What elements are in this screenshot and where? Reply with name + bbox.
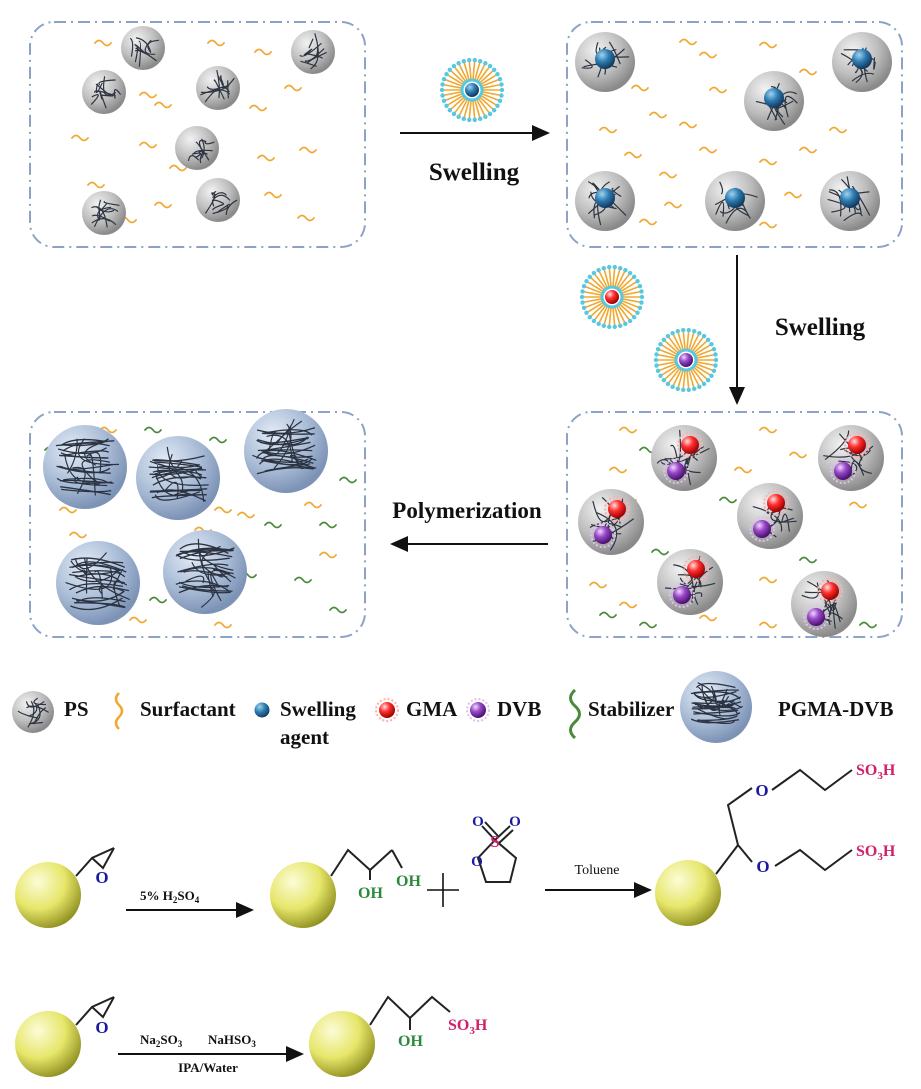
swollen-seed-5 (820, 171, 880, 231)
sultone-sulfur: S (490, 832, 499, 851)
sulfonic-group-3: SO3H (448, 1017, 488, 1037)
panel-pgma-dvb-particles (29, 411, 366, 638)
legend-surfactant-icon (114, 692, 124, 730)
reaction-1: O 5% H2SO4 OH OH S O O O Toluene (15, 762, 896, 928)
bead-epoxide-2 (15, 1011, 81, 1077)
legend-swelling-agent-label-2: agent (280, 725, 329, 749)
panel-ps-seeds (29, 21, 366, 248)
micelle-gma (579, 264, 645, 330)
legend-gma-label: GMA (406, 697, 458, 721)
ether-oxygen-1: O (755, 781, 768, 800)
pgma-dvb-particle-4 (163, 530, 247, 614)
legend-gma-icon (375, 698, 399, 722)
epoxide-oxygen: O (95, 868, 108, 887)
pgma-dvb-particle-2 (244, 409, 328, 493)
legend-surfactant-label: Surfactant (140, 697, 236, 721)
epoxide-oxygen-2: O (95, 1018, 108, 1037)
swollen-seed-2 (832, 32, 892, 92)
swollen-seed-0 (575, 32, 635, 92)
solvent-toluene: Toluene (575, 863, 620, 878)
step-label-polymerization: Polymerization (392, 498, 542, 523)
monomer-seed-2 (578, 489, 644, 555)
legend-swelling-agent-label-1: Swelling (280, 697, 356, 721)
pgma-dvb-particle-1 (136, 436, 220, 520)
reagent-na2so3: Na2SO3 (140, 1032, 183, 1049)
hydroxyl-3: OH (398, 1033, 423, 1050)
monomer-seed-1 (818, 425, 884, 491)
legend-ps-label: PS (64, 697, 89, 721)
legend-ps-icon (12, 691, 54, 733)
sultone-oxygen-1: O (472, 814, 484, 830)
ether-oxygen-2: O (756, 857, 769, 876)
hydroxyl-2: OH (396, 873, 421, 890)
monomer-seed-0 (651, 425, 717, 491)
legend-pgma-sphere (680, 671, 752, 743)
condition-h2so4: 5% H2SO4 (140, 888, 200, 905)
legend-pgma-dvb-label: PGMA-DVB (778, 697, 893, 721)
legend-stabilizer-label: Stabilizer (588, 697, 674, 721)
micelle-dvb (653, 327, 719, 393)
micelle-swelling-agent (439, 57, 505, 123)
legend-ps-sphere (12, 691, 54, 733)
sulfonic-group-2: SO3H (856, 843, 896, 863)
particles (43, 26, 892, 637)
ps-seed-6 (196, 178, 240, 222)
monomer-seed-5 (791, 571, 857, 637)
ps-seed-4 (175, 126, 219, 170)
ps-seed-0 (121, 26, 165, 70)
swollen-seed-4 (705, 171, 765, 231)
step-label-swelling-2: Swelling (775, 314, 866, 341)
swollen-seed-3 (575, 171, 635, 231)
legend-dvb-label: DVB (497, 697, 541, 721)
legend-stabilizer-icon (569, 688, 581, 740)
monomer-seed-4 (657, 549, 723, 615)
reaction-2: O Na2SO3 NaHSO3 IPA/Water OH SO3H (15, 995, 488, 1077)
bead-diol (270, 862, 336, 928)
bead-monosulfonic (309, 1011, 375, 1077)
sultone-oxygen-2: O (509, 814, 521, 830)
micelles (439, 57, 719, 393)
legend-dvb-icon (466, 698, 490, 722)
sultone-ring-oxygen: O (471, 854, 483, 870)
panel-monomer-swollen (566, 411, 903, 638)
propane-sultone: S O O O (471, 814, 521, 883)
solvent-ipa-water: IPA/Water (178, 1060, 238, 1075)
sulfonic-group-1: SO3H (856, 762, 896, 782)
bead-epoxide (15, 862, 81, 928)
legend-pgma-dvb-icon (680, 671, 752, 743)
step-label-swelling-1: Swelling (429, 159, 520, 186)
panel-swollen-seeds (566, 21, 903, 248)
hydroxyl-1: OH (358, 885, 383, 902)
pgma-dvb-particle-3 (56, 541, 140, 625)
ps-seed-2 (82, 70, 126, 114)
pgma-dvb-particle-0 (43, 425, 127, 509)
ps-seed-5 (82, 191, 126, 235)
ps-seed-3 (196, 66, 240, 110)
legend-swelling-agent-icon (253, 701, 271, 719)
bead-disulfonic (655, 860, 721, 926)
ps-seed-1 (291, 30, 335, 74)
monomer-seed-3 (737, 483, 803, 549)
legend: PS Surfactant Swelling agent GMA DVB Sta… (12, 671, 893, 749)
swollen-seed-1 (744, 71, 804, 131)
reagent-nahso3: NaHSO3 (208, 1032, 256, 1049)
